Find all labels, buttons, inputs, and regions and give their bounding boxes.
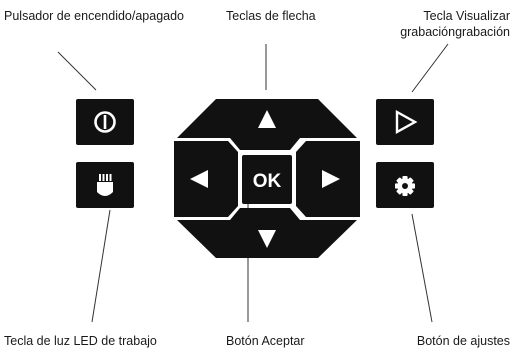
label-arrow-keys: Teclas de flecha — [226, 9, 316, 23]
arrow-up-icon — [258, 110, 276, 128]
label-power-key: Pulsador de encendido/apagado — [4, 9, 185, 23]
label-view-recording-2: grabacióngrabación — [400, 25, 510, 39]
power-icon — [94, 111, 116, 133]
leader-led — [91, 209, 111, 323]
led-light-icon — [97, 174, 113, 196]
label-accept-button: Botón Aceptar — [226, 334, 305, 348]
led-light-button[interactable] — [76, 162, 134, 208]
label-view-recording-1: Tecla Visualizar — [423, 9, 510, 23]
gear-icon — [395, 176, 415, 196]
arrow-right-icon — [322, 170, 340, 188]
view-recording-button[interactable] — [376, 99, 434, 145]
arrow-down-icon — [258, 230, 276, 248]
ok-button-label: OK — [253, 171, 282, 192]
power-button[interactable] — [76, 99, 134, 145]
arrow-left-icon — [190, 170, 208, 188]
ok-button[interactable]: OK — [242, 155, 292, 204]
play-icon — [395, 109, 418, 135]
label-led-light-key: Tecla de luz LED de trabajo — [4, 334, 157, 348]
settings-button[interactable] — [376, 162, 434, 208]
leader-power — [57, 51, 97, 91]
label-settings-button: Botón de ajustes — [416, 334, 510, 348]
leader-settings — [411, 213, 433, 323]
leader-view — [411, 43, 449, 93]
